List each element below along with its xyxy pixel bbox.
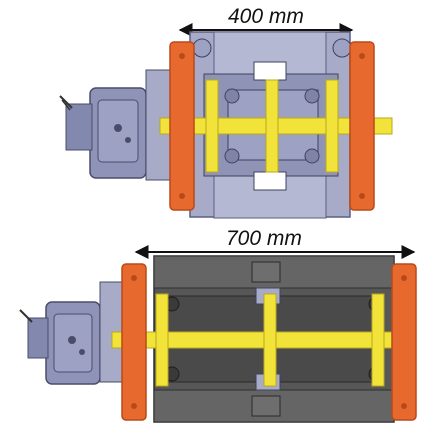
bottom-assembly: [19, 245, 417, 423]
bottom-shaft: [111, 293, 413, 387]
bottom-dimension-label: 700 mm: [226, 227, 302, 250]
top-assembly: [59, 23, 393, 219]
top-gearbox: [59, 69, 175, 181]
top-right-flange: [349, 41, 375, 211]
bottom-left-flange: [121, 263, 147, 421]
bottom-gearbox: [19, 281, 127, 385]
bottom-right-flange: [391, 263, 417, 421]
top-shaft: [159, 79, 393, 173]
top-left-flange: [169, 41, 195, 211]
top-dimension-label: 400 mm: [228, 5, 304, 28]
